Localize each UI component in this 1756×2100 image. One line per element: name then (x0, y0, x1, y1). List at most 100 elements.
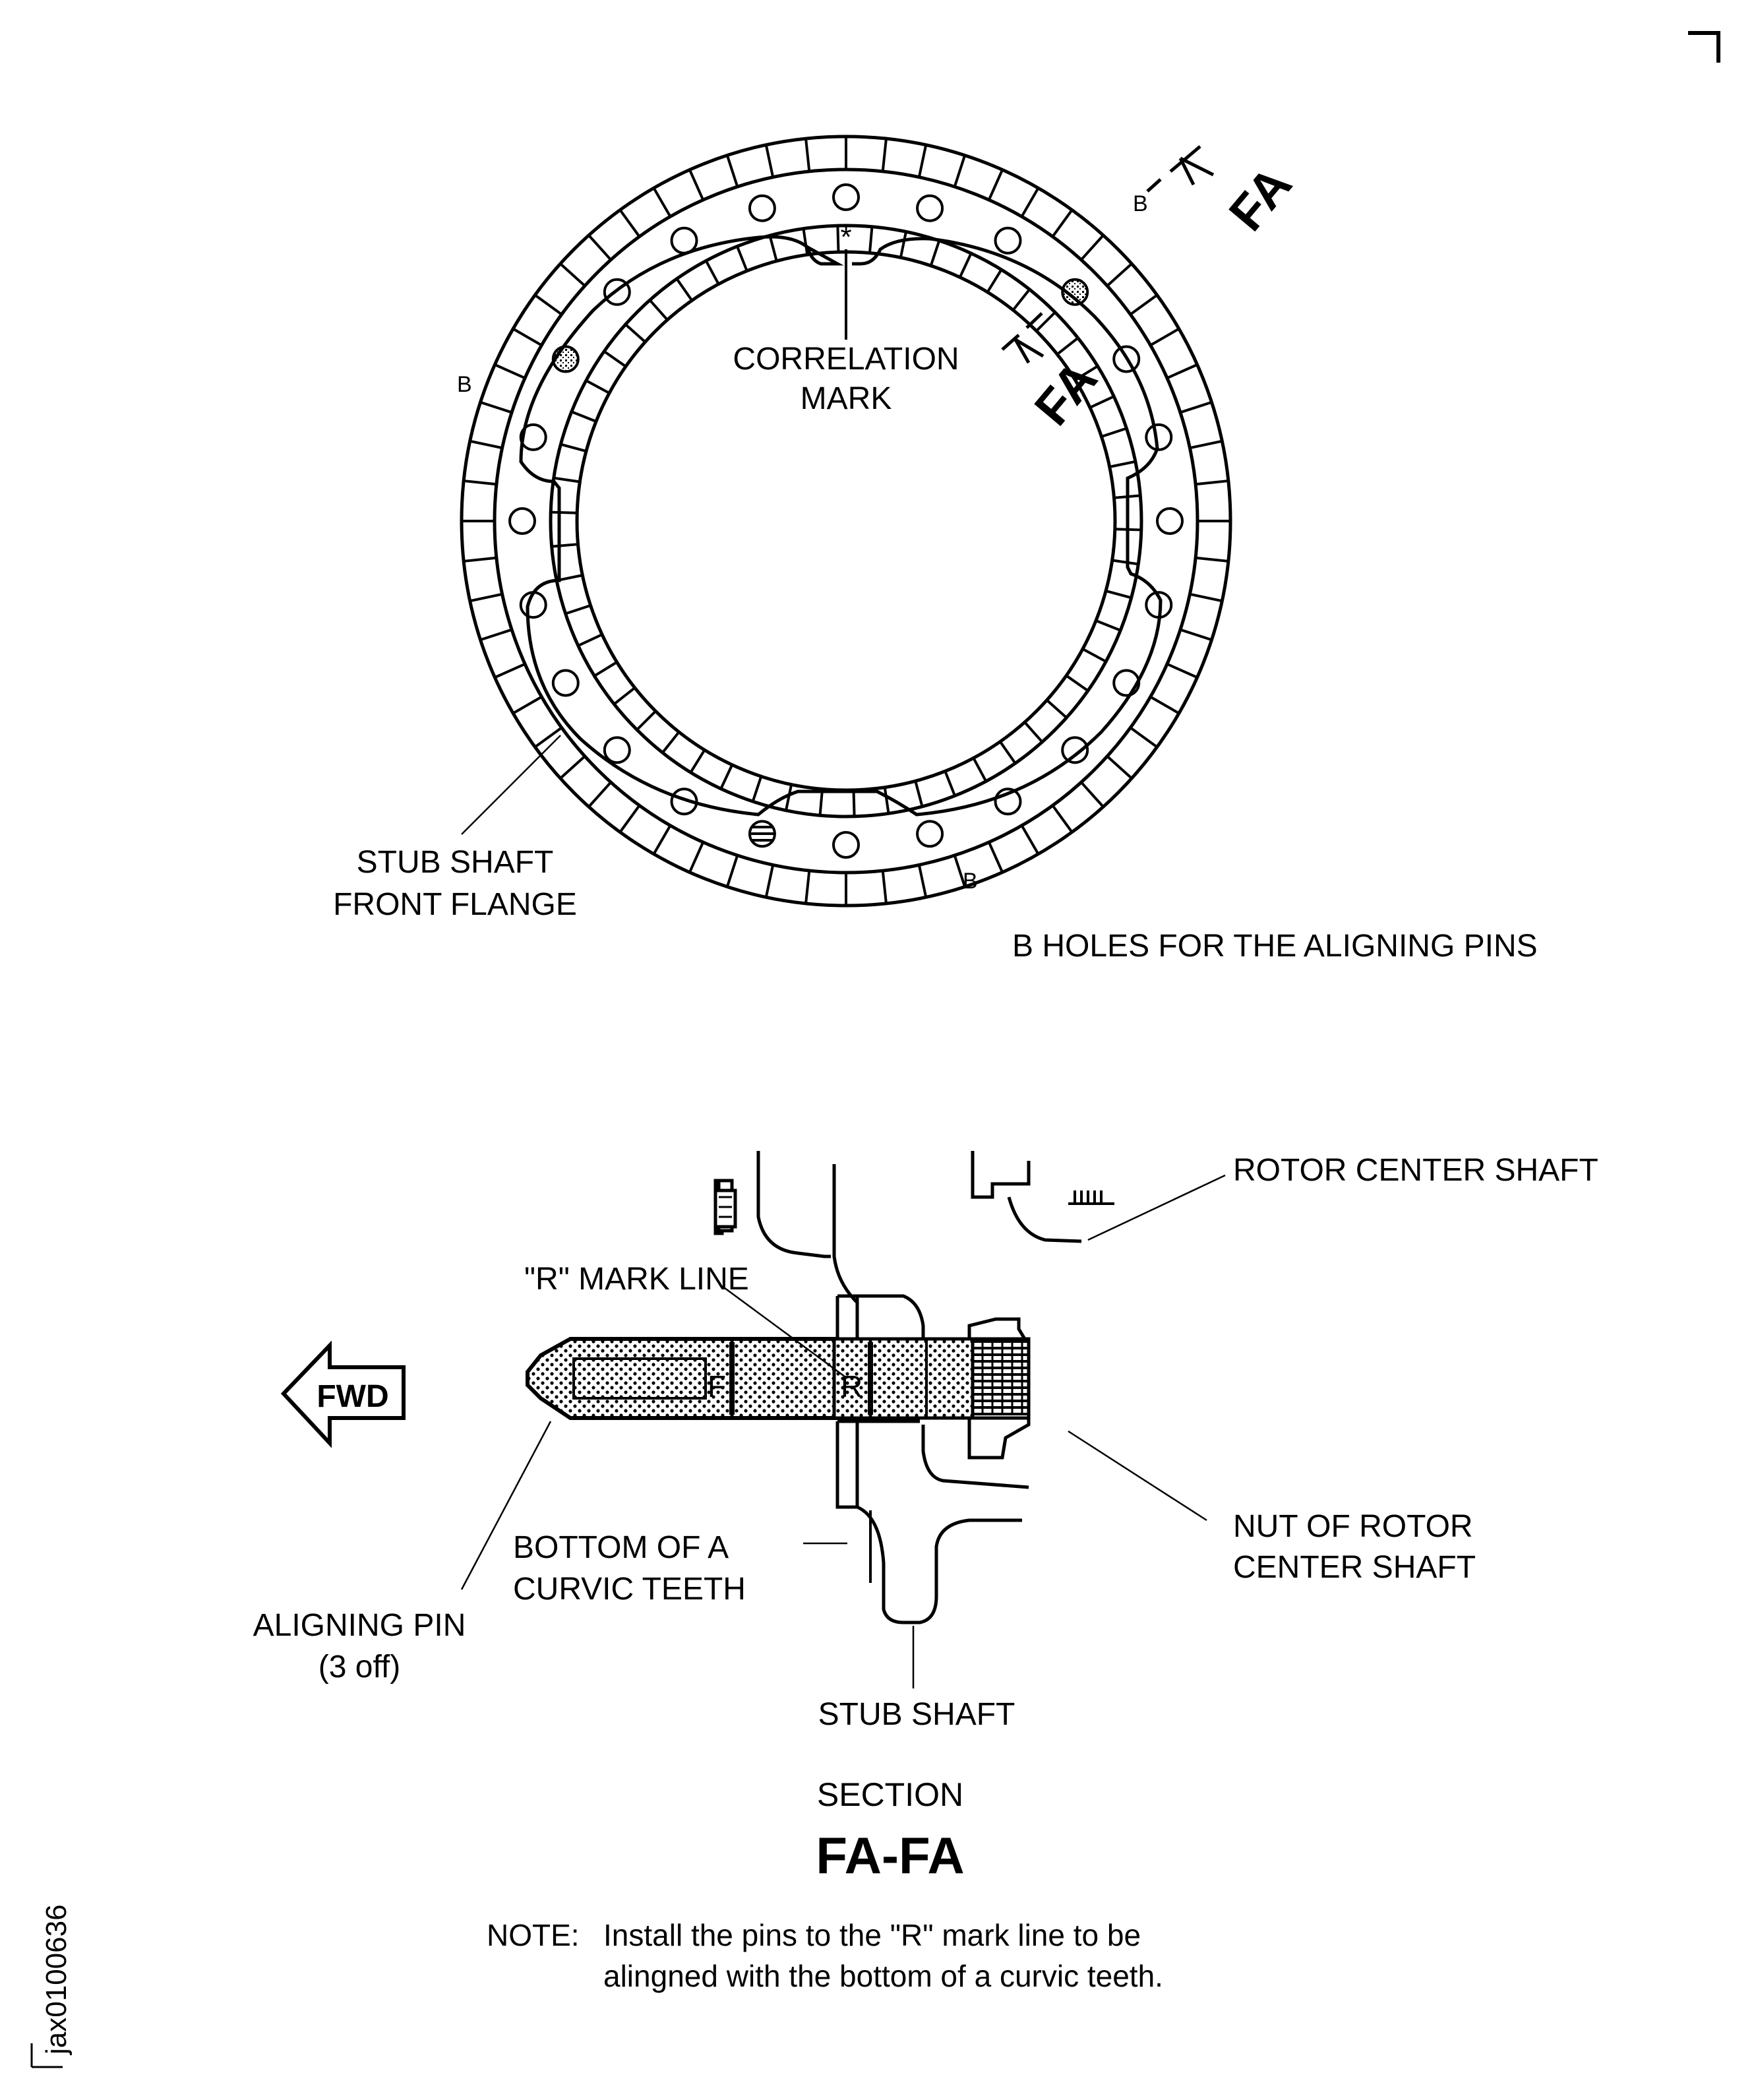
pin-mark-r: R (841, 1369, 863, 1404)
section-caption: SECTION (817, 1776, 963, 1813)
outer-tooth-divider (804, 138, 811, 172)
outer-tooth-divider (534, 726, 562, 749)
corner-mark-top-right (1688, 31, 1720, 63)
inner-tooth-divider (1089, 395, 1115, 409)
legend-holes-for-aligning-pins: B HOLES FOR THE ALIGNING PINS (1012, 929, 1538, 964)
inner-tooth-divider (551, 510, 578, 514)
aligning-pin (526, 1337, 975, 1420)
bolt-hole (994, 226, 1022, 255)
outer-tooth-divider (1180, 628, 1213, 642)
inner-tooth-divider (883, 787, 890, 814)
bolt-hole (832, 831, 860, 859)
flange-bore-outline (519, 235, 1163, 817)
outer-tooth-divider (1020, 187, 1040, 218)
nut-label-line1: NUT OF ROTOR (1233, 1509, 1473, 1544)
outer-tooth-divider (619, 805, 641, 833)
inner-tooth-divider (1012, 288, 1031, 311)
bolt-hole (916, 194, 944, 222)
bolt-hole (603, 736, 631, 764)
inner-tooth-divider (929, 240, 941, 266)
outer-tooth-divider (1080, 781, 1105, 808)
inner-tooth-divider (624, 323, 646, 343)
bolt-hole (1112, 669, 1141, 697)
outer-tooth-divider (469, 439, 503, 450)
inner-tooth-divider (836, 226, 840, 253)
nut-thread (971, 1337, 1031, 1420)
inner-tooth-divider (577, 633, 603, 647)
inner-tooth-divider (852, 789, 856, 817)
outer-tooth-divider (494, 363, 526, 380)
outer-tooth-divider (953, 855, 967, 888)
inner-tooth-divider (768, 235, 778, 262)
inner-tooth-divider (648, 299, 669, 321)
outer-tooth-divider (652, 187, 672, 218)
outer-tooth-divider (764, 864, 775, 898)
outer-tooth-divider (1180, 400, 1213, 414)
inner-tooth-divider (868, 226, 874, 253)
note-line1: Install the pins to the "R" mark line to… (603, 1918, 1141, 1952)
outer-tooth-divider (804, 870, 811, 904)
inner-tooth-divider (899, 231, 907, 258)
outer-tooth-divider (479, 628, 512, 642)
section-arrow-outer (1146, 145, 1215, 193)
inner-tooth-divider (704, 260, 720, 285)
outer-tooth-divider (1166, 662, 1198, 679)
outer-tooth-divider (1020, 824, 1040, 855)
inner-tooth-divider (944, 770, 956, 797)
inner-tooth-divider (1112, 559, 1139, 566)
bottom-of-curvic-label-line2: CURVIC TEETH (513, 1572, 746, 1607)
inner-tooth-divider (564, 604, 591, 615)
outer-tooth-divider (463, 479, 497, 486)
outer-tooth-divider (512, 327, 543, 347)
inner-tooth-divider (1023, 721, 1044, 743)
corner-mark-bottom-left (30, 2043, 63, 2068)
outer-tooth-divider (512, 695, 543, 715)
inner-tooth-divider (751, 776, 763, 802)
fwd-arrow (280, 1340, 406, 1448)
inner-tooth-divider (1109, 460, 1136, 468)
inner-tooth-divider (914, 780, 924, 807)
outer-tooth-divider (1149, 695, 1180, 715)
inner-tooth-divider (999, 741, 1017, 764)
outer-tooth-divider (953, 154, 967, 187)
inner-tooth-divider (603, 350, 627, 368)
bolt-hole (519, 423, 547, 451)
outer-tooth-divider (881, 870, 888, 904)
hole-marker-b-bottom: B (963, 869, 978, 894)
outer-tooth-divider (917, 144, 928, 178)
outer-tooth-divider (1149, 327, 1180, 347)
inner-tooth-divider (785, 784, 793, 811)
outer-tooth-divider (881, 138, 888, 172)
inner-tooth-divider (958, 253, 973, 278)
inner-tooth-divider (1105, 590, 1132, 600)
bolt-hole (551, 669, 580, 697)
inner-tooth-divider (802, 228, 809, 255)
aligning-pin-label-line1: ALIGNING PIN (253, 1608, 466, 1643)
inner-tooth-divider (736, 245, 748, 272)
outer-tooth-divider (688, 842, 705, 873)
outer-tooth-divider (725, 855, 739, 888)
inner-tooth-divider (571, 410, 597, 423)
outer-tooth-divider (559, 755, 586, 780)
inner-tooth-divider (1035, 311, 1056, 332)
inner-tooth-divider (551, 543, 578, 548)
section-leaders (460, 1174, 1226, 1688)
outer-tooth-divider (688, 169, 705, 201)
outer-tooth-divider (494, 662, 526, 679)
outer-tooth-divider (1080, 234, 1105, 261)
note-prefix: NOTE: (487, 1918, 580, 1952)
stub-shaft-label: STUB SHAFT (818, 1697, 1015, 1732)
flange-label-line1: STUB SHAFT (357, 845, 554, 880)
bolt-hole (748, 194, 776, 222)
correlation-mark-asterisk: * (840, 221, 851, 253)
outer-tooth-divider (588, 781, 612, 808)
inner-tooth-divider (1065, 674, 1089, 692)
inner-tooth-divider (689, 749, 706, 774)
inner-tooth-divider (1101, 427, 1128, 438)
inner-tooth-divider (1046, 699, 1068, 719)
outer-tooth-divider (725, 154, 739, 187)
figure-id: jax0100636 (40, 1904, 73, 2056)
stub-shaft-front-flange-drawing (460, 135, 1232, 908)
inner-tooth-divider (1056, 336, 1079, 355)
